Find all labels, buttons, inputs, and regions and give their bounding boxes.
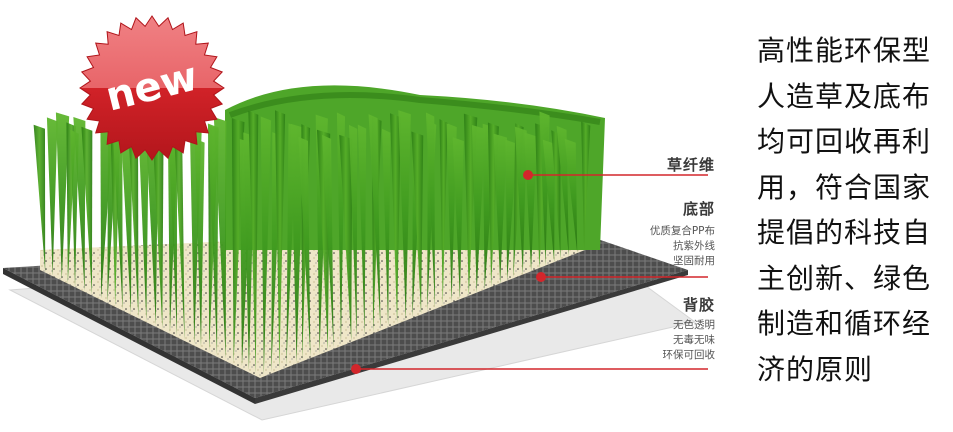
callout-base-title: 底部 (682, 200, 715, 218)
description-line: 均可回收再利 (757, 125, 932, 158)
callout-dot-fiber (523, 170, 533, 180)
grass-fibers (33, 110, 591, 375)
callout-lines (351, 170, 708, 374)
callout-base-line: 优质复合PP布 (649, 225, 715, 237)
callout-fiber-title: 草纤维 (666, 156, 715, 174)
description-line: 济的原则 (757, 352, 874, 386)
artificial-turf-illustration: new (3, 15, 708, 421)
callout-backing-line: 环保可回收 (662, 349, 716, 361)
callout-backing-details: 无色透明 无毒无味 环保可回收 (663, 318, 716, 363)
description-text: 高性能环保型 人造草及底布 均可回收再利 用，符合国家 提倡的科技自 主创新、绿… (757, 28, 953, 392)
callout-dot-backing (351, 364, 361, 374)
callout-base-line: 坚固耐用 (673, 255, 715, 267)
description-line: 提倡的科技自 (757, 216, 932, 249)
description-line: 制造和循环经 (757, 307, 932, 340)
callout-base-line: 抗紫外线 (673, 240, 715, 252)
description-line: 高性能环保型 (757, 34, 932, 67)
description-line: 主创新、绿色 (757, 261, 932, 295)
description-line: 人造草及底布 (757, 79, 932, 113)
callout-dot-base (536, 272, 546, 282)
new-badge: new (79, 15, 225, 161)
callout-backing-line: 无毒无味 (673, 334, 715, 346)
description-line: 用，符合国家 (757, 170, 932, 204)
callout-backing-title: 背胶 (682, 296, 715, 314)
callouts-panel: 草纤维 底部 优质复合PP布 抗紫外线 坚固耐用 背胶 无色透明 无毒无味 环保… (600, 0, 715, 432)
callout-base-details: 优质复合PP布 抗紫外线 坚固耐用 (650, 224, 715, 269)
callout-backing-line: 无色透明 (673, 319, 715, 331)
